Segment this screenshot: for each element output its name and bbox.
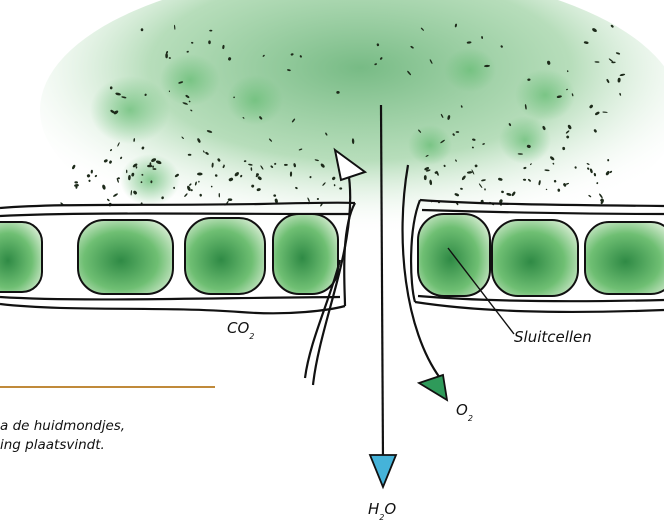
caption-line-2: ing plaatsvindt. bbox=[0, 436, 125, 455]
guard-cells-label: Sluitcellen bbox=[514, 328, 592, 346]
h2o-label: H2O bbox=[368, 500, 396, 520]
speckle bbox=[197, 173, 203, 176]
o2-arrowhead-icon bbox=[419, 375, 447, 400]
speckle bbox=[74, 184, 79, 187]
cells-right bbox=[418, 214, 664, 296]
speckle bbox=[147, 165, 152, 168]
h2o-arrowhead-icon bbox=[370, 455, 396, 487]
speckle bbox=[107, 198, 110, 201]
figure-caption: a de huidmondjes, ing plaatsvindt. bbox=[0, 417, 125, 455]
co2-label: CO2 bbox=[227, 319, 254, 339]
speckle bbox=[208, 40, 211, 44]
speckle bbox=[74, 181, 78, 183]
caption-divider bbox=[0, 386, 215, 388]
o2-label: O2 bbox=[456, 401, 473, 421]
speckle bbox=[141, 28, 144, 31]
speckle bbox=[424, 175, 427, 180]
cells-left bbox=[0, 214, 338, 294]
caption-line-1: a de huidmondjes, bbox=[0, 417, 125, 436]
